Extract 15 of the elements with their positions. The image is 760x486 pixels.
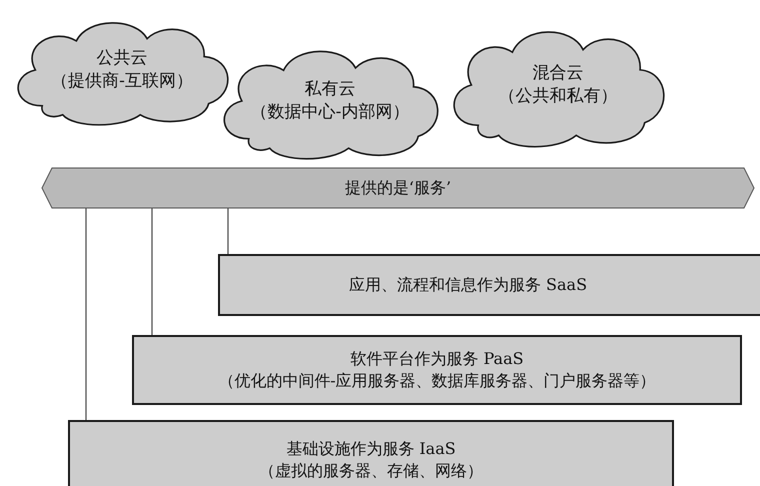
service-layer-box — [132, 335, 742, 405]
node-title: 基础设施作为服务 IaaS — [286, 438, 456, 460]
service-layer-box — [218, 254, 760, 316]
node-title: 私有云 — [304, 78, 356, 101]
node-title: 提供的是‘服务’ — [344, 177, 452, 199]
node-subtitle: （虚拟的服务器、存储、网络） — [259, 460, 483, 482]
node-subtitle: （优化的中间件-应用服务器、数据库服务器、门户服务器等） — [218, 370, 656, 392]
service-layer-box — [68, 420, 674, 486]
node-title: 公共云 — [96, 47, 148, 70]
node-subtitle: （数据中心-内部网） — [250, 101, 410, 124]
node-title: 混合云 — [532, 62, 584, 85]
node-title: 软件平台作为服务 PaaS — [350, 348, 524, 370]
node-subtitle: （提供商-互联网） — [51, 70, 193, 93]
node-subtitle: （公共和私有） — [498, 85, 618, 108]
node-title: 应用、流程和信息作为服务 SaaS — [348, 274, 588, 296]
